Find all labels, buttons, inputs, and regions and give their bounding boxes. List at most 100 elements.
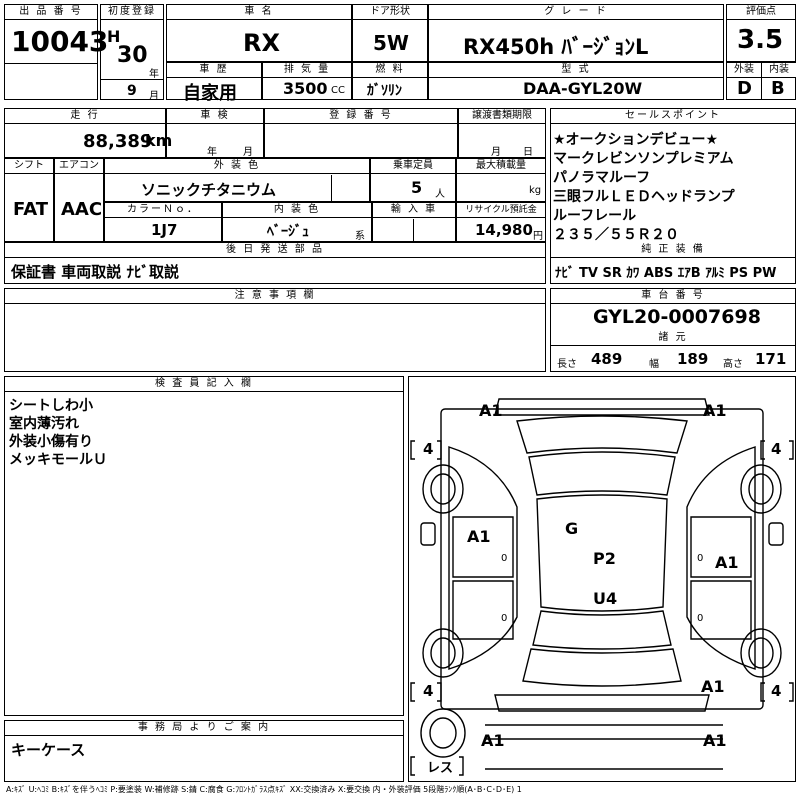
damage-mark-rear-right-quarter: A1 <box>701 677 725 696</box>
transfer-month-unit: 月 <box>491 147 501 158</box>
displacement-label: 排 気 量 <box>263 63 351 78</box>
kg-unit: kg <box>529 185 542 196</box>
inspector-box: 検 査 員 記 入 欄 シートしわ小 室内薄汚れ 外装小傷有り メッキモールＵ <box>4 376 404 716</box>
exterior-rating: D <box>737 78 752 99</box>
capacity: 5 <box>411 178 423 197</box>
damage-mark-right-door: A1 <box>715 553 739 572</box>
zero-mark-3: 0 <box>697 553 704 564</box>
sales-point-label: セールスポイント <box>551 109 795 124</box>
grade: RX450h ﾊﾞｰｼﾞｮﾝL <box>463 35 649 59</box>
capacity-box: 乗車定員 5 人 <box>370 158 456 202</box>
exterior-interior-box: 外装 内装 D B <box>726 62 796 100</box>
spare-tire: レス <box>427 761 454 776</box>
door-type: 5W <box>373 31 409 55</box>
model-code-box: 型 式 DAA-GYL20W <box>428 62 724 100</box>
registration-month: 9 <box>127 83 137 99</box>
registration-year: 30 <box>117 43 148 68</box>
score-label: 評価点 <box>727 5 795 20</box>
int-color: ﾍﾞｰｼﾞｭ <box>267 224 309 240</box>
inspector-note-1: シートしわ小 <box>9 398 93 414</box>
mileage: 88,389 <box>83 131 153 152</box>
model-code-label: 型 式 <box>429 63 723 78</box>
tire-rear-right: 4 <box>771 682 782 700</box>
exterior-label: 外装 <box>727 63 761 78</box>
displacement: 3500 <box>283 79 328 98</box>
transfer-box: 譲渡書類期限 月 日 <box>458 108 546 158</box>
damage-mark-windscreen: G <box>565 519 579 538</box>
zero-mark-4: 0 <box>697 613 704 624</box>
recycle-box: リサイクル預託金 14,980 円 <box>456 202 546 242</box>
sales-point-1: ★オークションデビュー★ <box>553 132 719 148</box>
ac-box: エアコン AAC <box>54 158 104 242</box>
ext-color-label: 外 装 色 <box>105 159 369 174</box>
tire-front-right: 4 <box>771 440 782 458</box>
notes-label: 注 意 事 項 欄 <box>5 289 545 304</box>
capacity-label: 乗車定員 <box>371 159 455 174</box>
fuel: ｶﾞｿﾘﾝ <box>367 83 402 99</box>
chassis-box: 車 台 番 号 GYL20-0007698 諸 元 長さ 489 幅 189 高… <box>550 288 796 372</box>
color-no: 1J7 <box>151 221 178 239</box>
zero-mark-2: 0 <box>501 613 508 624</box>
sales-point-box: セールスポイント ★オークションデビュー★ マークレビンソンプレミアム パノラマ… <box>550 108 796 284</box>
damage-mark-left-door: A1 <box>467 527 491 546</box>
shift-label: シフト <box>5 159 53 174</box>
history: 自家用 <box>183 83 237 104</box>
legend: A:ｷｽﾞ U:ﾍｺﾐ B:ｷｽﾞを伴うﾍｺﾐ P:要塗装 W:補修跡 S:錆 … <box>6 785 522 794</box>
width: 189 <box>677 350 709 368</box>
mileage-box: 走 行 88,389 km <box>4 108 172 158</box>
later-parts: 保証書 車両取説 ﾅﾋﾞ取説 <box>11 263 179 281</box>
transfer-day-unit: 日 <box>523 147 533 158</box>
zero-mark-1: 0 <box>501 553 508 564</box>
inspection-month-unit: 月 <box>243 147 253 158</box>
fuel-label: 燃 料 <box>353 63 427 78</box>
notes-box: 注 意 事 項 欄 <box>4 288 546 372</box>
shift-box: シフト FAT <box>4 158 54 242</box>
damage-mark-front-right: A1 <box>703 401 727 420</box>
first-registration-label: 初度登録 <box>101 5 163 20</box>
int-color-box: 内 装 色 ﾍﾞｰｼﾞｭ 系 <box>222 202 372 242</box>
car-name: RX <box>243 29 280 57</box>
length-label: 長さ <box>557 359 577 370</box>
km-unit: km <box>145 131 173 150</box>
car-name-box: 車 名 RX <box>166 4 352 62</box>
door-box: ドア形状 5W <box>352 4 428 62</box>
sales-point-2: マークレビンソンプレミアム <box>553 151 734 167</box>
tire-rear-left: 4 <box>423 682 434 700</box>
later-parts-label: 後 日 発 送 部 品 <box>5 243 545 258</box>
lot-number-box: 出 品 番 号 10043 <box>4 4 108 100</box>
shift: FAT <box>13 199 49 220</box>
max-load-box: 最大積載量 kg <box>456 158 546 202</box>
displacement-box: 排 気 量 3500 CC <box>262 62 352 100</box>
dimensions-label: 諸 元 <box>551 331 795 346</box>
length: 489 <box>591 350 623 368</box>
chassis-label: 車 台 番 号 <box>551 289 795 304</box>
era-code: H <box>107 27 121 46</box>
car-name-label: 車 名 <box>167 5 351 20</box>
inspection-box: 車 検 年 月 <box>166 108 264 158</box>
damage-mark-rear-left: A1 <box>481 731 505 750</box>
door-label: ドア形状 <box>353 5 427 20</box>
color-no-box: カラーＮｏ． 1J7 <box>104 202 222 242</box>
score: 3.5 <box>737 25 784 55</box>
chassis-number: GYL20-0007698 <box>593 306 761 328</box>
lot-number: 10043 <box>11 25 109 58</box>
transfer-label: 譲渡書類期限 <box>459 109 545 124</box>
sales-point-6: ２３５／５５Ｒ２０ <box>553 227 679 243</box>
height-label: 高さ <box>723 359 743 370</box>
inspector-note-3: 外装小傷有り <box>9 434 93 450</box>
lot-number-label: 出 品 番 号 <box>5 5 97 20</box>
recycle-deposit: 14,980 <box>475 221 533 239</box>
recycle-label: リサイクル預託金 <box>457 203 545 218</box>
width-label: 幅 <box>649 359 659 370</box>
office-box: 事 務 局 よ り ご 案 内 キーケース <box>4 720 404 782</box>
grade-box: グ レ ー ド RX450h ﾊﾞｰｼﾞｮﾝL <box>428 4 724 62</box>
ext-color-box: 外 装 色 ソニックチタニウム <box>104 158 370 202</box>
inspection-label: 車 検 <box>167 109 263 124</box>
history-label: 車 歴 <box>167 63 261 78</box>
sales-point-4: 三眼フルＬＥＤヘッドランプ <box>553 189 735 205</box>
damage-mark-roof-dent: U4 <box>593 589 618 608</box>
inspection-year-unit: 年 <box>207 147 217 158</box>
reg-number-label: 登 録 番 号 <box>265 109 457 124</box>
mileage-label: 走 行 <box>5 109 165 124</box>
inspector-note-4: メッキモールＵ <box>9 452 107 468</box>
